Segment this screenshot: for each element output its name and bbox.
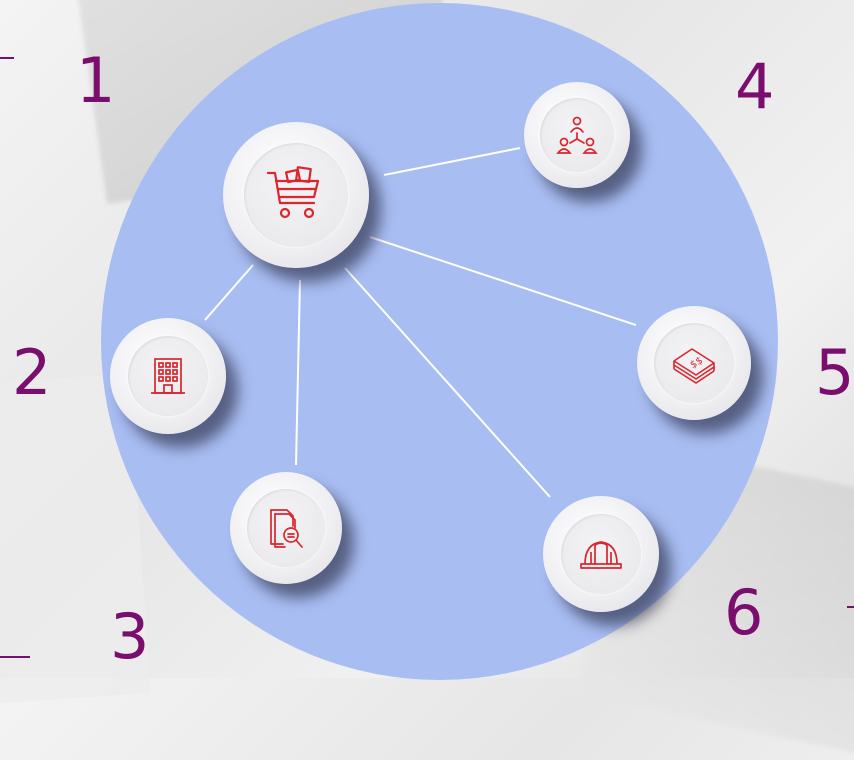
connector-to-org-chart xyxy=(383,147,521,176)
accent-dash xyxy=(847,606,854,608)
step-number-5: 5 xyxy=(815,336,854,409)
hard-hat-icon xyxy=(580,541,622,569)
accent-dash xyxy=(0,57,14,59)
connector-to-document xyxy=(295,279,301,466)
step-number-2: 2 xyxy=(12,336,52,409)
document-search-icon xyxy=(270,509,303,548)
money-stack-icon: $$ xyxy=(673,348,715,384)
step-number-4: 4 xyxy=(735,50,775,123)
building-node xyxy=(110,318,226,434)
step-number-3: 3 xyxy=(110,600,150,673)
org-chart-node xyxy=(524,82,630,188)
connector-to-building xyxy=(204,264,254,321)
organization-chart-icon xyxy=(556,116,598,154)
step-number-1: 1 xyxy=(76,44,116,117)
connector-to-money xyxy=(369,236,637,326)
svg-text:$$: $$ xyxy=(689,355,706,371)
accent-dash xyxy=(0,656,30,658)
hard-hat-node xyxy=(543,496,659,612)
money-node: $$ xyxy=(637,306,751,420)
document-search-node xyxy=(230,472,342,584)
step-number-6: 6 xyxy=(724,576,764,649)
hub-node xyxy=(223,122,369,268)
connector-lines xyxy=(204,147,637,498)
office-building-icon xyxy=(151,358,185,394)
connector-to-hard-hat xyxy=(344,267,551,498)
shopping-cart-icon xyxy=(266,166,320,219)
